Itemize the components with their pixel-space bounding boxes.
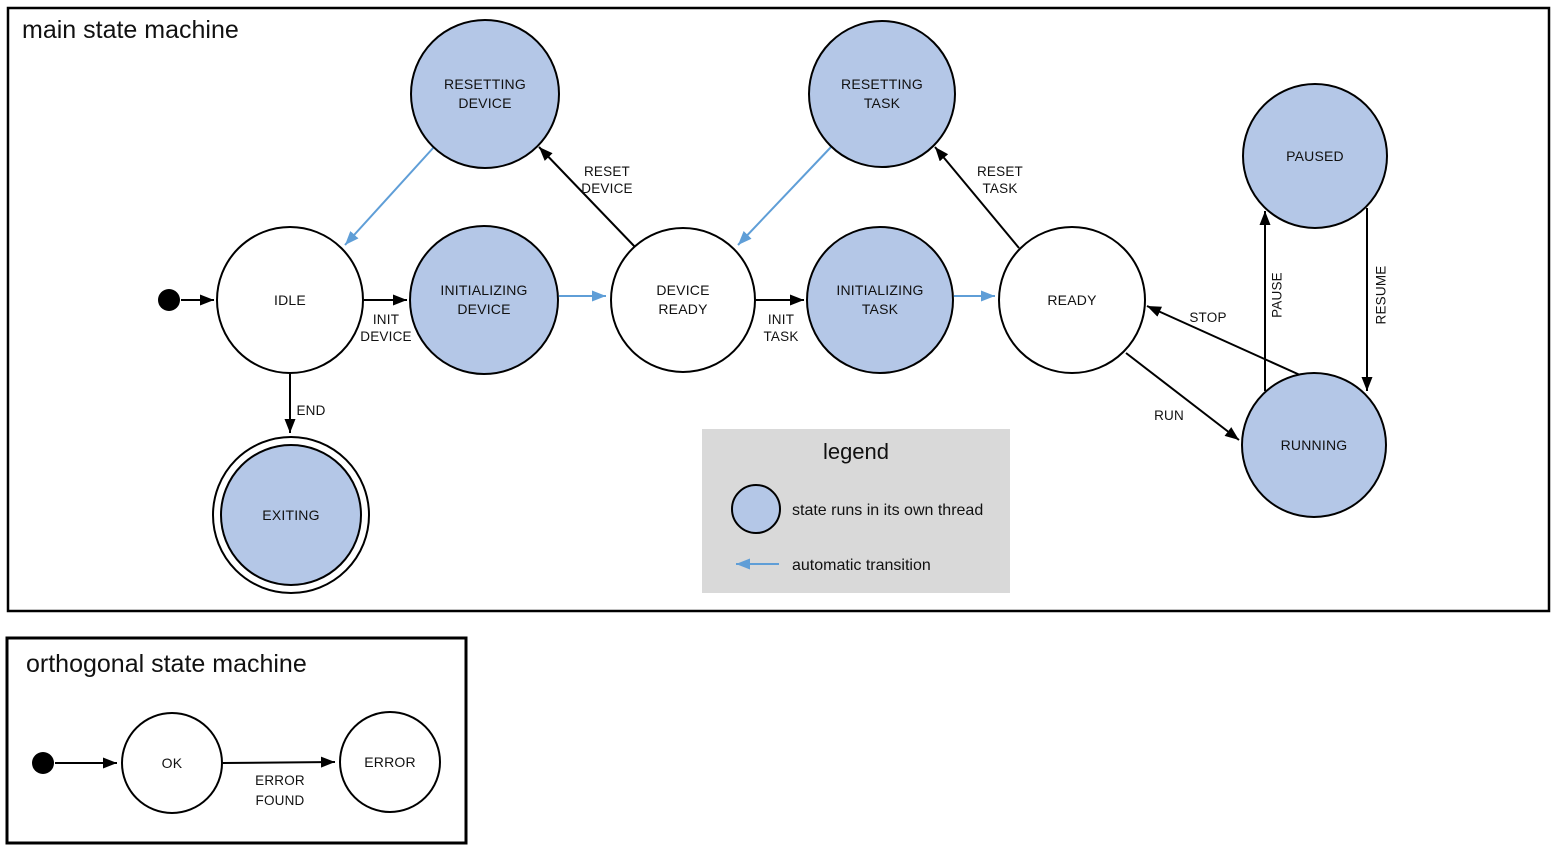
svg-text:DEVICE: DEVICE: [458, 95, 511, 111]
svg-text:INIT: INIT: [768, 312, 794, 327]
main-state-machine: main state machine INIT DEVICE RESET DEV…: [6, 6, 1551, 613]
svg-text:INITIALIZING: INITIALIZING: [836, 282, 923, 298]
state-error: ERROR: [339, 711, 441, 813]
svg-text:TASK: TASK: [862, 301, 899, 317]
transition-stop-arrow: [1146, 305, 1301, 376]
state-idle-node: [216, 226, 364, 374]
transition-pause-label: PAUSE: [1270, 272, 1285, 318]
main-machine-title: main state machine: [22, 16, 239, 44]
svg-text:EXITING: EXITING: [262, 507, 319, 523]
svg-text:RUNNING: RUNNING: [1281, 437, 1348, 453]
transition-init-task-label: INIT TASK: [763, 312, 798, 344]
state-running: RUNNING: [1241, 372, 1387, 518]
svg-text:INITIALIZING: INITIALIZING: [440, 282, 527, 298]
legend-title: legend: [823, 439, 889, 464]
svg-text:DEVICE: DEVICE: [581, 181, 632, 196]
svg-text:IDLE: IDLE: [274, 292, 306, 308]
state-initializing-device: INITIALIZING DEVICE: [409, 225, 559, 375]
svg-text:OK: OK: [162, 755, 183, 771]
transition-error-found-arrow: [222, 756, 336, 768]
svg-text:READY: READY: [1047, 292, 1097, 308]
orthogonal-state-machine: orthogonal state machine ERROR FOUND OK …: [5, 636, 468, 845]
state-resetting-task: RESETTING TASK: [808, 20, 956, 168]
state-resetting-device-node: [410, 19, 560, 169]
transition-error-found-label: ERROR FOUND: [255, 773, 305, 808]
state-exiting-node: [220, 444, 362, 586]
state-resetting-device: RESETTING DEVICE: [410, 19, 560, 169]
svg-text:FOUND: FOUND: [256, 793, 305, 808]
state-initializing-task-node: [806, 226, 954, 374]
state-ready-node: [998, 226, 1146, 374]
transition-reset-task-arrow: [934, 146, 1020, 249]
transition-reset-task-label: RESET TASK: [977, 164, 1023, 196]
legend-threaded-state-icon: [731, 484, 781, 534]
state-initializing-device-node: [409, 225, 559, 375]
svg-text:ERROR: ERROR: [255, 773, 305, 788]
svg-text:PAUSED: PAUSED: [1286, 148, 1344, 164]
state-ready: READY: [998, 226, 1146, 374]
legend-threaded-state-label: state runs in its own thread: [792, 502, 983, 519]
state-ok: OK: [121, 712, 223, 814]
legend-automatic-transition-label: automatic transition: [792, 557, 931, 574]
state-resetting-task-node: [808, 20, 956, 168]
transition-stop-label: STOP: [1189, 310, 1226, 325]
svg-text:DEVICE: DEVICE: [360, 329, 411, 344]
state-running-node: [1241, 372, 1387, 518]
svg-text:READY: READY: [658, 301, 708, 317]
state-paused: PAUSED: [1242, 83, 1388, 229]
state-device-ready-node: [610, 227, 756, 373]
orthogonal-initial-state-dot: [32, 752, 54, 774]
svg-text:RESET: RESET: [977, 164, 1023, 179]
state-exiting: EXITING: [212, 436, 370, 594]
transition-run-label: RUN: [1154, 408, 1184, 423]
svg-text:DEVICE: DEVICE: [656, 282, 709, 298]
auto-transition-resetting-task-to-device-ready-arrow: [737, 146, 832, 246]
svg-text:DEVICE: DEVICE: [457, 301, 510, 317]
initial-state-dot: [158, 289, 180, 311]
state-paused-node: [1242, 83, 1388, 229]
transition-run-arrow: [1125, 352, 1240, 441]
state-idle: IDLE: [216, 226, 364, 374]
transition-end-label: END: [296, 403, 325, 418]
svg-text:TASK: TASK: [763, 329, 798, 344]
svg-text:RESET: RESET: [584, 164, 630, 179]
transition-reset-device-label: RESET DEVICE: [581, 164, 632, 196]
state-error-node: [339, 711, 441, 813]
state-initializing-task: INITIALIZING TASK: [806, 226, 954, 374]
state-ok-node: [121, 712, 223, 814]
orthogonal-machine-title: orthogonal state machine: [26, 650, 307, 678]
legend: legend state runs in its own thread auto…: [702, 429, 1010, 593]
svg-text:TASK: TASK: [864, 95, 901, 111]
svg-text:RESETTING: RESETTING: [841, 76, 923, 92]
svg-text:ERROR: ERROR: [364, 754, 416, 770]
auto-transition-resetting-device-to-idle-arrow: [344, 146, 435, 246]
svg-text:INIT: INIT: [373, 312, 399, 327]
svg-text:TASK: TASK: [982, 181, 1017, 196]
state-device-ready: DEVICE READY: [610, 227, 756, 373]
transition-reset-device-arrow: [538, 146, 637, 249]
transition-resume-label: RESUME: [1374, 266, 1389, 325]
svg-text:RESETTING: RESETTING: [444, 76, 526, 92]
transition-init-device-label: INIT DEVICE: [360, 312, 411, 344]
